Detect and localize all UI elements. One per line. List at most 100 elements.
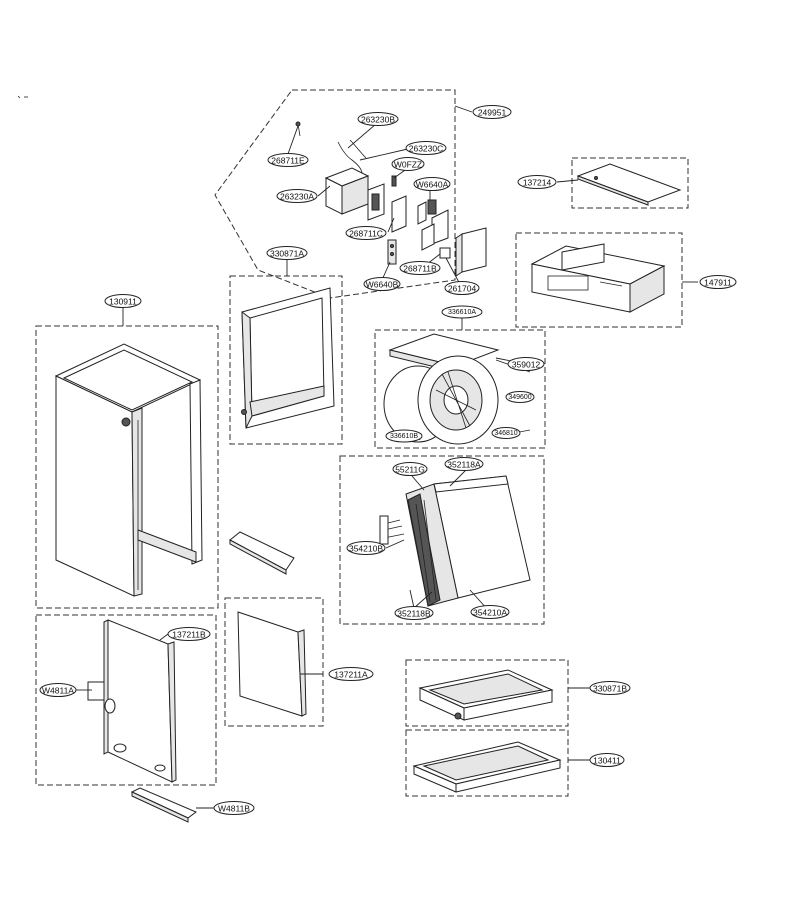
drain-pan-group-outline	[405, 659, 569, 727]
callout-oval	[507, 357, 545, 371]
callout-oval	[213, 801, 255, 815]
callout-263230c: 263230C	[405, 141, 447, 155]
callout-137211a: 137211A	[328, 667, 374, 681]
side-panel-part	[87, 619, 177, 783]
callout-130411: 130411	[589, 753, 625, 767]
callout-137211b: 137211B	[167, 627, 211, 641]
callout-359012: 359012	[507, 357, 545, 371]
callout-part-number: 352118B	[397, 609, 431, 619]
callout-part-number: 263230B	[361, 115, 395, 125]
callout-part-number: 336610A	[448, 309, 476, 316]
control-box-parts	[295, 121, 487, 277]
bottom-bracket-part	[130, 787, 197, 823]
callout-354210b: 354210B	[346, 541, 386, 555]
callout-oval	[392, 462, 428, 476]
callout-oval	[267, 153, 309, 167]
callout-oval	[505, 391, 535, 403]
door-part	[237, 611, 307, 717]
callout-263230b: 263230B	[357, 112, 399, 126]
callout-part-number: W4811B	[218, 804, 250, 814]
callout-oval	[394, 606, 434, 620]
callout-336610a: 336610A	[441, 305, 483, 319]
callout-oval	[405, 141, 447, 155]
callout-oval	[104, 294, 142, 308]
cabinet-part	[54, 343, 203, 597]
callout-130911: 130911	[104, 294, 142, 308]
cabinet-group-outline	[35, 325, 219, 609]
callout-part-number: 352118A	[447, 460, 481, 470]
callout-part-number: 354210A	[473, 608, 507, 618]
callout-part-number: 330871B	[593, 684, 627, 694]
callout-352118b: 352118B	[394, 606, 434, 620]
callout-labels: 249951 263230B 263230C 268711E 263230A W0FZZ W…	[39, 105, 737, 815]
callout-263230a: 263230A	[276, 189, 318, 203]
callout-oval	[589, 753, 625, 767]
callout-part-number: W4811A	[42, 686, 74, 696]
callout-part-number: 359012	[512, 360, 541, 370]
callout-oval	[472, 105, 512, 119]
base-pan-part	[412, 741, 562, 793]
callout-137214: 137214	[517, 175, 557, 189]
callout-oval	[167, 627, 211, 641]
callout-part-number: W6640B	[366, 280, 399, 290]
blower-assembly-part	[383, 333, 531, 445]
callout-part-number: 354210B	[349, 544, 383, 554]
callout-part-number: 268711C	[349, 229, 383, 239]
callout-oval	[699, 275, 737, 289]
callout-part-number: 263230C	[409, 144, 444, 154]
callout-oval	[470, 605, 510, 619]
callout-w4811b: W4811B	[213, 801, 255, 815]
side-panel-group-outline	[35, 614, 217, 786]
callout-268711e: 268711E	[267, 153, 309, 167]
callout-330871b: 330871B	[589, 681, 631, 695]
bracket-plate-part	[229, 531, 295, 575]
callout-oval	[39, 683, 77, 697]
callout-oval	[491, 427, 521, 439]
callout-part-number: 336610B	[390, 433, 418, 440]
coil-group-outline	[339, 455, 545, 625]
callout-part-number: 55211G	[395, 465, 425, 475]
callout-part-number: W0FZZ	[394, 160, 422, 170]
callout-part-number: 346810	[494, 430, 517, 437]
callout-268711c: 268711C	[345, 226, 387, 240]
callout-oval	[266, 246, 308, 260]
callout-oval	[363, 277, 401, 291]
callout-oval	[589, 681, 631, 695]
callout-part-number: 330871A	[270, 249, 304, 259]
callout-354210a: 354210A	[470, 605, 510, 619]
callout-261704: 261704	[444, 281, 480, 295]
callout-part-number: W6640A	[416, 180, 449, 190]
callout-268711b: 268711B	[399, 261, 441, 275]
callout-oval	[399, 261, 441, 275]
callout-part-number: 268711E	[271, 156, 305, 166]
callout-w4811a: W4811A	[39, 683, 77, 697]
stray-mark	[17, 95, 21, 99]
blower-housing-group-outline	[515, 232, 683, 328]
callout-part-number: 130411	[593, 756, 621, 766]
callout-part-number: 268711B	[403, 264, 437, 274]
callout-oval	[441, 305, 483, 319]
callout-oval	[346, 541, 386, 555]
callout-349600: 349600	[505, 391, 535, 403]
callout-346810: 346810	[491, 427, 521, 439]
base-pan-group-outline	[405, 729, 569, 797]
callout-part-number: 263230A	[280, 192, 314, 202]
callout-part-number: 130911	[109, 297, 137, 307]
callout-part-number: 349600	[508, 394, 531, 401]
callout-oval	[517, 175, 557, 189]
callout-336610b: 336610B	[385, 429, 423, 443]
callout-oval	[413, 177, 451, 191]
callout-part-number: 137214	[523, 178, 552, 188]
drain-pan-part	[418, 669, 554, 721]
blower-group-outline	[374, 329, 546, 449]
coil-assembly-part	[379, 475, 531, 607]
callout-w6640b: W6640B	[363, 277, 401, 291]
callout-330871a: 330871A	[266, 246, 308, 260]
callout-oval	[345, 226, 387, 240]
callout-w0fzz: W0FZZ	[391, 157, 425, 171]
callout-oval	[328, 667, 374, 681]
callout-55211g: 55211G	[392, 462, 428, 476]
callout-249951: 249951	[472, 105, 512, 119]
blower-housing-part	[530, 243, 666, 313]
